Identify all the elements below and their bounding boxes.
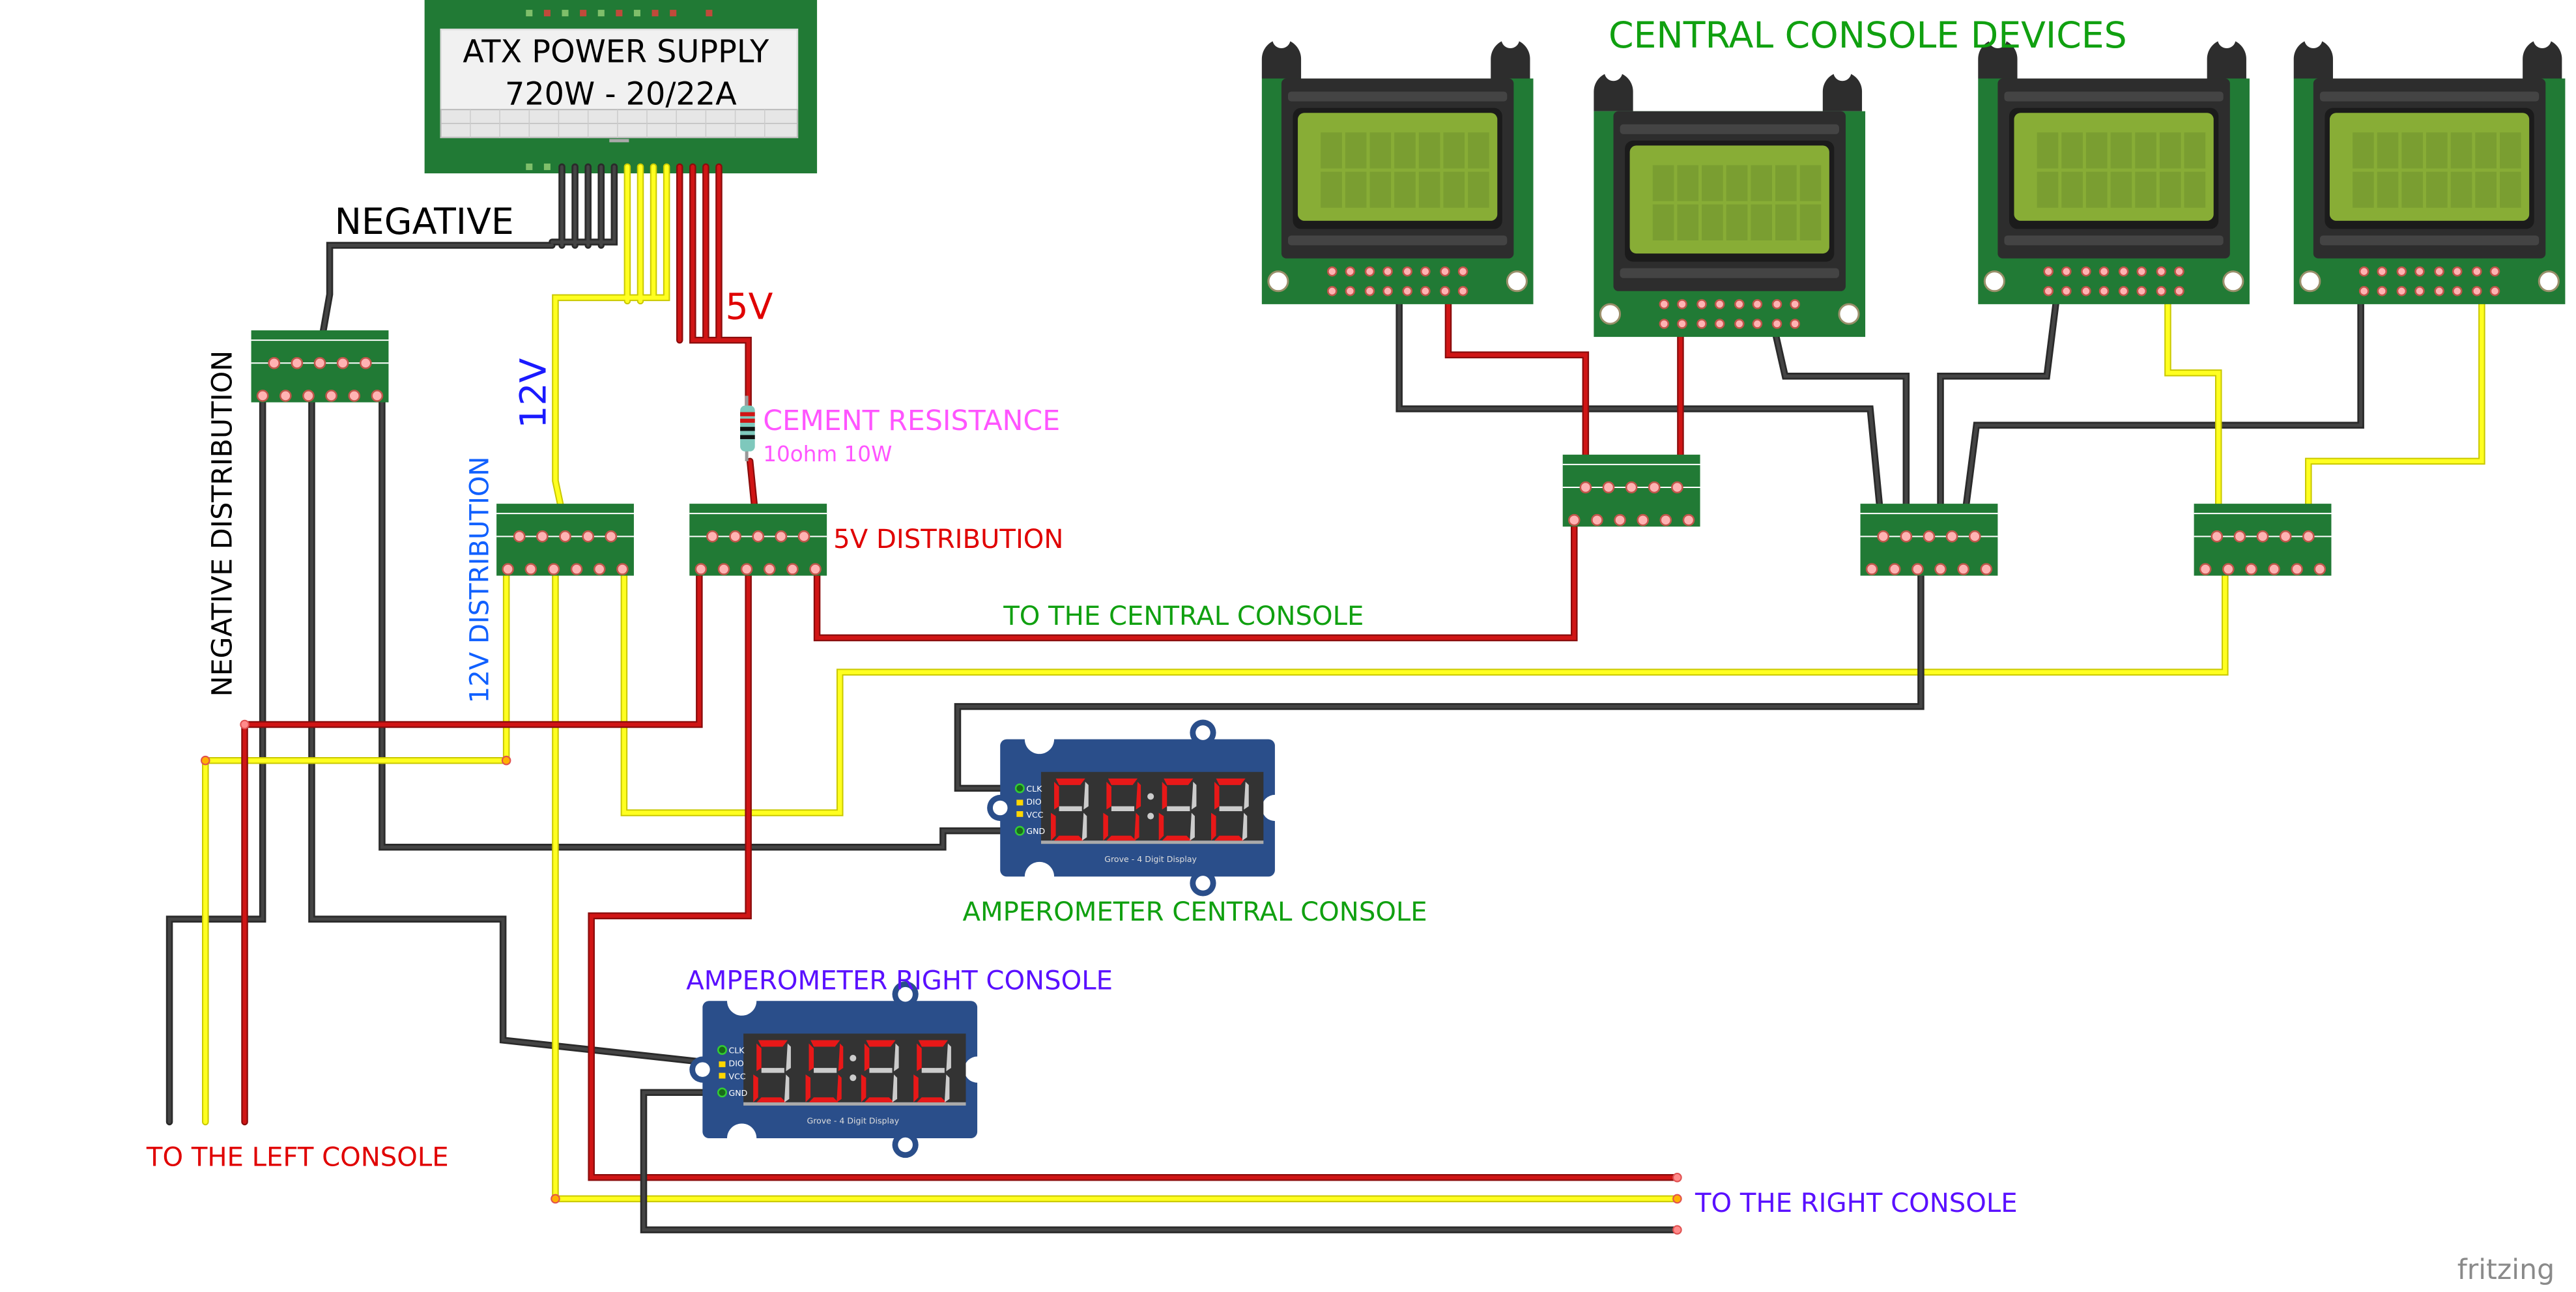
terminal-block-central-12v xyxy=(2193,502,2332,577)
amperometer-central-display: CLK DIO VCC GND Grove - 4 Digit Display xyxy=(986,719,1289,897)
terminal-block-negative xyxy=(250,329,390,403)
label-cement-resistance-value: 10ohm 10W xyxy=(763,442,892,467)
psu-rating: 720W - 20/22A xyxy=(505,77,737,113)
lcd-module-4 xyxy=(2293,29,2566,306)
label-cement-resistance: CEMENT RESISTANCE xyxy=(763,405,1060,437)
amperometer-right-display: CLK DIO VCC GND Grove - 4 Digit Display xyxy=(689,980,992,1159)
psu-12v-wires xyxy=(552,163,670,530)
pin-vcc: VCC xyxy=(729,1072,746,1082)
central-console-negative-wires xyxy=(954,294,2364,792)
label-central-console-devices: CENTRAL CONSOLE DEVICES xyxy=(1609,15,2127,57)
pin-vcc: VCC xyxy=(1026,810,1043,820)
label-amperometer-right: AMPEROMETER RIGHT CONSOLE xyxy=(686,966,1113,996)
label-5v: 5V xyxy=(726,286,773,328)
pin-gnd: GND xyxy=(729,1088,748,1098)
lcd-module-3 xyxy=(1977,29,2251,306)
pin-dio: DIO xyxy=(729,1059,744,1069)
terminal-block-12v xyxy=(495,502,635,577)
psu-negative-wires xyxy=(316,163,618,354)
pin-clk: CLK xyxy=(1026,784,1042,794)
terminal-block-5v xyxy=(689,502,828,577)
cement-resistor xyxy=(740,395,755,461)
fritzing-watermark: fritzing xyxy=(2457,1254,2555,1286)
grove-caption: Grove - 4 Digit Display xyxy=(1104,854,1197,864)
pin-dio: DIO xyxy=(1026,797,1041,807)
negative-distribution-wires xyxy=(165,392,1014,1126)
twelve-v-distribution-wires xyxy=(202,566,2229,1203)
wires xyxy=(165,163,2485,1235)
pin-gnd: GND xyxy=(1026,826,1045,836)
terminal-block-central-5v xyxy=(1562,453,1701,528)
right-console-negative-wire xyxy=(640,1089,1681,1233)
label-negative: NEGATIVE xyxy=(335,201,514,243)
label-to-left-console: TO THE LEFT CONSOLE xyxy=(146,1143,449,1173)
psu-title: ATX POWER SUPPLY xyxy=(463,34,769,70)
lcd-module-2 xyxy=(1592,62,1867,338)
label-5v-distribution: 5V DISTRIBUTION xyxy=(833,524,1063,554)
label-12v-distribution: 12V DISTRIBUTION xyxy=(465,457,495,704)
central-console-12v-wires xyxy=(2164,287,2485,530)
label-negative-distribution: NEGATIVE DISTRIBUTION xyxy=(206,351,238,697)
label-to-central-console: TO THE CENTRAL CONSOLE xyxy=(1003,601,1364,631)
atx-power-supply: ATX POWER SUPPLY 720W - 20/22A xyxy=(424,0,818,174)
five-v-distribution-wires xyxy=(241,516,1681,1181)
label-amperometer-central: AMPEROMETER CENTRAL CONSOLE xyxy=(962,897,1427,927)
pin-clk: CLK xyxy=(729,1046,745,1055)
psu-5v-wires xyxy=(676,163,760,530)
label-to-right-console: TO THE RIGHT CONSOLE xyxy=(1695,1188,2018,1218)
lcd-module-1 xyxy=(1261,29,1535,306)
terminal-block-central-negative xyxy=(1859,502,1999,577)
grove-caption: Grove - 4 Digit Display xyxy=(807,1115,899,1125)
label-12v: 12V xyxy=(513,358,554,428)
